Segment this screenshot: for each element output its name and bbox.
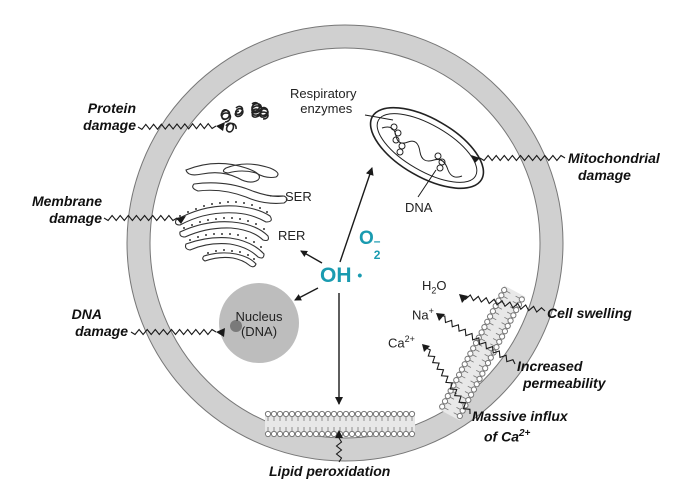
water-o: O [436,278,447,293]
permeability-zigzag [439,315,516,365]
water-label: H2O [422,278,447,296]
mitochondrial-damage-line2: damage [578,167,631,183]
respiratory-enzymes-label: Respiratory enzymes [290,86,356,116]
smooth-er-icon [185,162,288,204]
protein-damage-line1: Protein [87,100,136,116]
dna-damage-zigzag [130,328,217,336]
arrow-to-nucleus [294,287,319,301]
hydroxyl-radical: OH • [320,264,362,288]
leader-lines [270,114,437,198]
calcium-label: Ca2+ [388,334,415,350]
lipid-peroxidation-zigzag [335,437,343,463]
membrane-damage-zigzag [103,214,178,222]
hydroxyl-dot: • [357,267,363,283]
mitochondrial-damage-zigzag [479,154,566,162]
membrane-damage-label: Membrane damage [22,193,102,227]
respiratory-enzymes-line2: enzymes [300,101,353,116]
cell-swelling-label: Cell swelling [547,305,632,321]
respiratory-enzymes-line1: Respiratory [290,86,357,101]
water-sub: 2 [431,285,437,296]
rer-label: RER [278,228,306,243]
cell-membrane [126,24,564,462]
damage-zigzags [103,122,566,463]
superoxide-sup: – [373,234,381,248]
calcium-symbol: Ca [388,335,405,351]
arrow-to-mitochondrion [339,167,374,263]
cell-swelling-zigzag [461,294,546,313]
increased-permeability-line1: Increased [517,358,583,374]
nucleus [219,283,299,363]
zigzag-arrowheads [176,122,480,438]
ser-label: SER [285,189,312,204]
protein-damage-label: Protein damage [58,100,136,134]
sodium-symbol: Na [412,307,429,323]
dna-damage-label: DNA damage [54,306,128,340]
mitochondrion-icon [369,106,485,190]
dna-damage-line1: DNA [71,306,102,322]
superoxide-o: O [359,228,374,249]
protein-damage-zigzag [137,122,217,131]
massive-influx-prefix: of Ca [484,428,519,445]
massive-influx-label: Massive influx of Ca2+ [472,408,568,446]
nucleus-line2: (DNA) [240,324,278,339]
arrow-to-rer [300,250,323,264]
membrane-damage-line1: Membrane [31,193,102,209]
lipid-bilayer-right [438,285,526,421]
superoxide-sub: 2 [373,248,381,262]
hydroxyl-text: OH [320,264,352,287]
dna-damage-line2: damage [75,323,128,339]
radical-arrows [294,167,374,405]
massive-influx-line2: of Ca2+ [472,425,568,446]
mitochondrial-damage-line1: Mitochondrial [568,150,660,166]
calcium-sup: 2+ [404,334,415,344]
lipid-bilayer-bottom [264,410,416,438]
rough-er-icon [174,201,272,268]
increased-permeability-line2: permeability [523,375,606,391]
membrane-damage-line2: damage [49,210,102,226]
nucleus-label: Nucleus (DNA) [229,309,289,339]
protein-damage-line2: damage [83,117,136,133]
sodium-label: Na+ [412,306,434,322]
increased-permeability-label: Increased permeability [517,358,605,392]
mito-dna-leader [417,169,437,198]
nucleus-line1: Nucleus [235,309,283,324]
mito-dna-label: DNA [405,200,433,215]
water-h: H [422,278,432,293]
respiratory-enzymes-leader [364,114,394,121]
protein-tangle-icon [220,101,269,133]
lipid-peroxidation-label: Lipid peroxidation [269,463,391,479]
massive-influx-sup: 2+ [519,428,531,439]
mitochondrial-damage-label: Mitochondrial damage [568,150,660,184]
sodium-sup: + [428,306,434,316]
calcium-influx-zigzag [425,347,471,415]
superoxide-radical: O–2 [359,228,383,262]
massive-influx-line1: Massive influx [472,408,568,424]
